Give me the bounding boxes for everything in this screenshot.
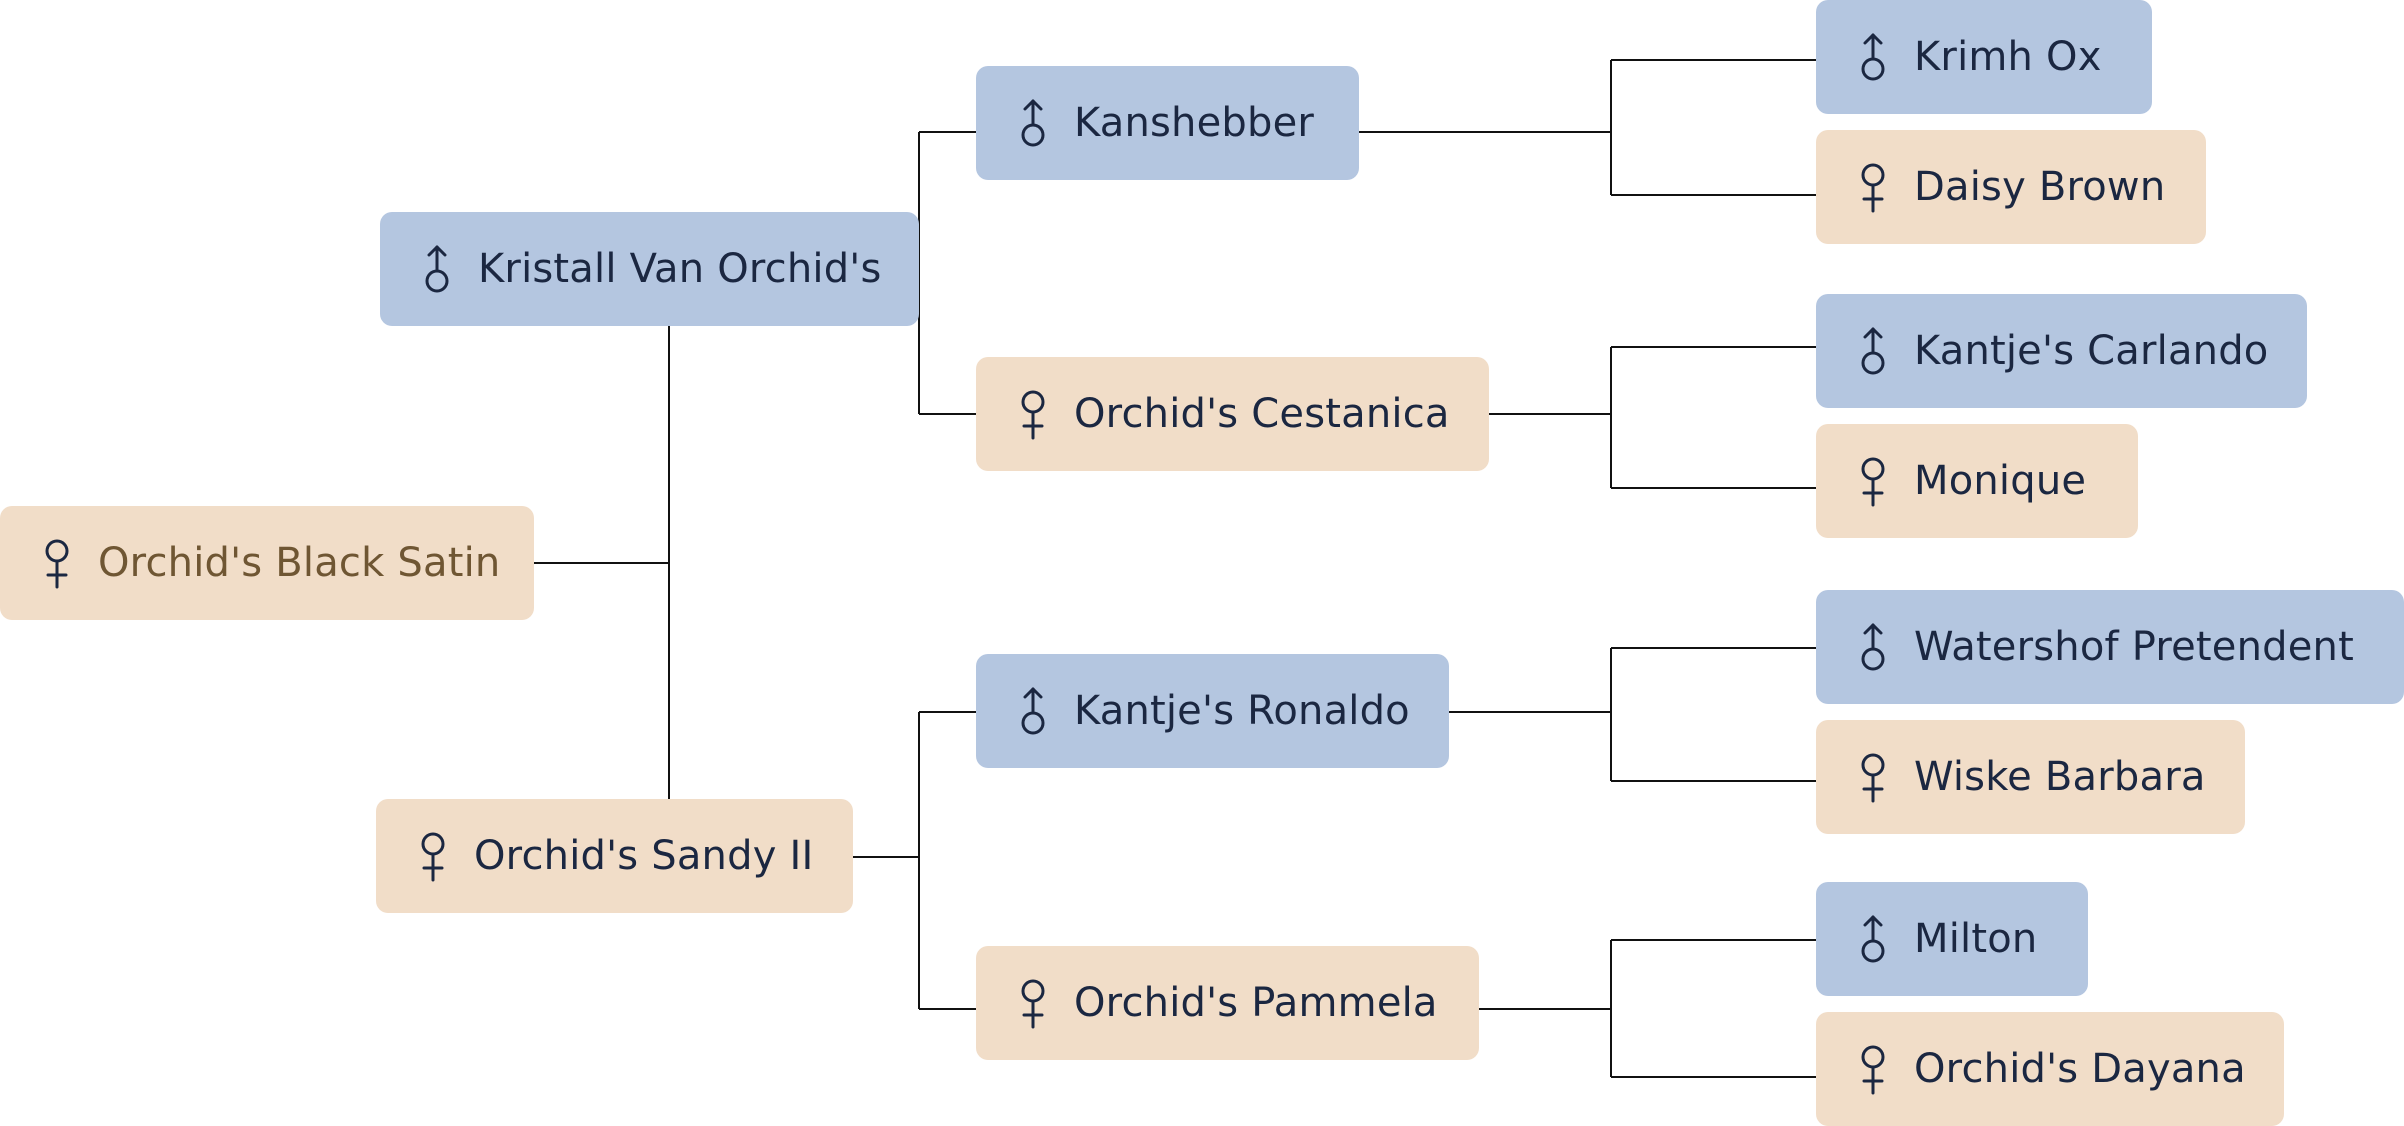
connector-dam-dam bbox=[1479, 939, 1816, 1078]
female-symbol-icon bbox=[1858, 453, 1888, 509]
female-symbol-icon bbox=[418, 828, 448, 884]
node-dd-sire[interactable]: Milton bbox=[1816, 882, 2088, 996]
connector-dam-sire bbox=[1449, 647, 1816, 782]
female-symbol-icon bbox=[1858, 749, 1888, 805]
node-name: Orchid's Sandy II bbox=[474, 833, 814, 879]
node-sire[interactable]: Kristall Van Orchid's bbox=[380, 212, 919, 326]
connector-sire-dam bbox=[1489, 346, 1816, 489]
node-ds-dam[interactable]: Wiske Barbara bbox=[1816, 720, 2245, 834]
node-dam-sire[interactable]: Kantje's Ronaldo bbox=[976, 654, 1449, 768]
male-symbol-icon bbox=[1018, 95, 1048, 151]
male-symbol-icon bbox=[1858, 911, 1888, 967]
node-name: Kantje's Ronaldo bbox=[1074, 688, 1410, 734]
male-symbol-icon bbox=[1858, 619, 1888, 675]
node-dam-dam[interactable]: Orchid's Pammela bbox=[976, 946, 1479, 1060]
male-symbol-icon bbox=[1858, 29, 1888, 85]
female-symbol-icon bbox=[1018, 386, 1048, 442]
node-name: Daisy Brown bbox=[1914, 164, 2166, 210]
female-symbol-icon bbox=[42, 535, 72, 591]
node-ss-dam[interactable]: Daisy Brown bbox=[1816, 130, 2206, 244]
node-name: Wiske Barbara bbox=[1914, 754, 2206, 800]
male-symbol-icon bbox=[1018, 683, 1048, 739]
node-name: Krimh Ox bbox=[1914, 34, 2102, 80]
node-name: Kristall Van Orchid's bbox=[478, 246, 882, 292]
node-ss-sire[interactable]: Krimh Ox bbox=[1816, 0, 2152, 114]
node-name: Monique bbox=[1914, 458, 2087, 504]
node-sd-sire[interactable]: Kantje's Carlando bbox=[1816, 294, 2307, 408]
connector-dam bbox=[853, 711, 976, 1010]
node-name: Milton bbox=[1914, 916, 2038, 962]
node-sire-dam[interactable]: Orchid's Cestanica bbox=[976, 357, 1489, 471]
node-name: Kantje's Carlando bbox=[1914, 328, 2269, 374]
connector-root bbox=[534, 326, 670, 799]
node-ds-sire[interactable]: Watershof Pretendent bbox=[1816, 590, 2404, 704]
node-name: Orchid's Cestanica bbox=[1074, 391, 1450, 437]
female-symbol-icon bbox=[1018, 975, 1048, 1031]
female-symbol-icon bbox=[1858, 159, 1888, 215]
node-dam[interactable]: Orchid's Sandy II bbox=[376, 799, 853, 913]
node-name: Kanshebber bbox=[1074, 100, 1315, 146]
node-name: Orchid's Black Satin bbox=[98, 540, 501, 586]
male-symbol-icon bbox=[422, 241, 452, 297]
node-name: Watershof Pretendent bbox=[1914, 624, 2354, 670]
node-sire-sire[interactable]: Kanshebber bbox=[976, 66, 1359, 180]
connector-sire bbox=[918, 131, 976, 415]
female-symbol-icon bbox=[1858, 1041, 1888, 1097]
node-name: Orchid's Dayana bbox=[1914, 1046, 2246, 1092]
connector-sire-sire bbox=[1359, 59, 1816, 196]
male-symbol-icon bbox=[1858, 323, 1888, 379]
node-sd-dam[interactable]: Monique bbox=[1816, 424, 2138, 538]
node-root[interactable]: Orchid's Black Satin bbox=[0, 506, 534, 620]
node-name: Orchid's Pammela bbox=[1074, 980, 1438, 1026]
node-dd-dam[interactable]: Orchid's Dayana bbox=[1816, 1012, 2284, 1126]
